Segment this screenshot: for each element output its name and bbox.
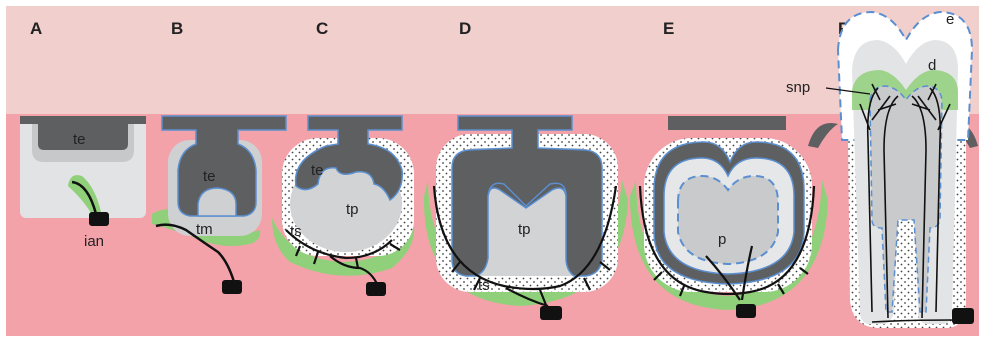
panel-e-label-p: p: [718, 231, 726, 248]
panel-b-label-tm: tm: [196, 221, 213, 238]
panel-letter-a: A: [30, 19, 42, 38]
panel-letter-c: C: [316, 19, 328, 38]
panel-d-nerve-bundle: [540, 306, 562, 320]
panel-b-mesenchyme-core: [198, 188, 236, 216]
panel-c-label-tp: tp: [346, 201, 359, 218]
panel-d-label-ts: ts: [478, 277, 490, 294]
panel-e-pulp: [678, 176, 778, 264]
panel-b-label-te: te: [203, 168, 216, 185]
oral-epithelium-region: [6, 6, 979, 116]
panel-f-label-e: e: [946, 11, 954, 28]
panel-e-epithelium: [668, 116, 786, 130]
panel-a-label-ian: ian: [84, 233, 104, 250]
panel-a-label-te: te: [73, 131, 86, 148]
panel-f-label-d: d: [928, 57, 936, 74]
panel-letter-d: D: [459, 19, 471, 38]
panel-c-label-te: te: [311, 162, 324, 179]
panel-c-nerve-bundle: [366, 282, 386, 296]
panel-a-nerve-bundle: [89, 212, 109, 226]
panel-d-label-tp: tp: [518, 221, 531, 238]
panel-f-label-snp: snp: [786, 79, 810, 96]
panel-b-nerve-bundle: [222, 280, 242, 294]
panel-letter-b: B: [171, 19, 183, 38]
panel-letter-e: E: [663, 19, 674, 38]
panel-e-nerve-bundle: [736, 304, 756, 318]
panel-f-nerve-bundle: [952, 308, 974, 324]
panel-c-label-ts: ts: [290, 223, 302, 240]
